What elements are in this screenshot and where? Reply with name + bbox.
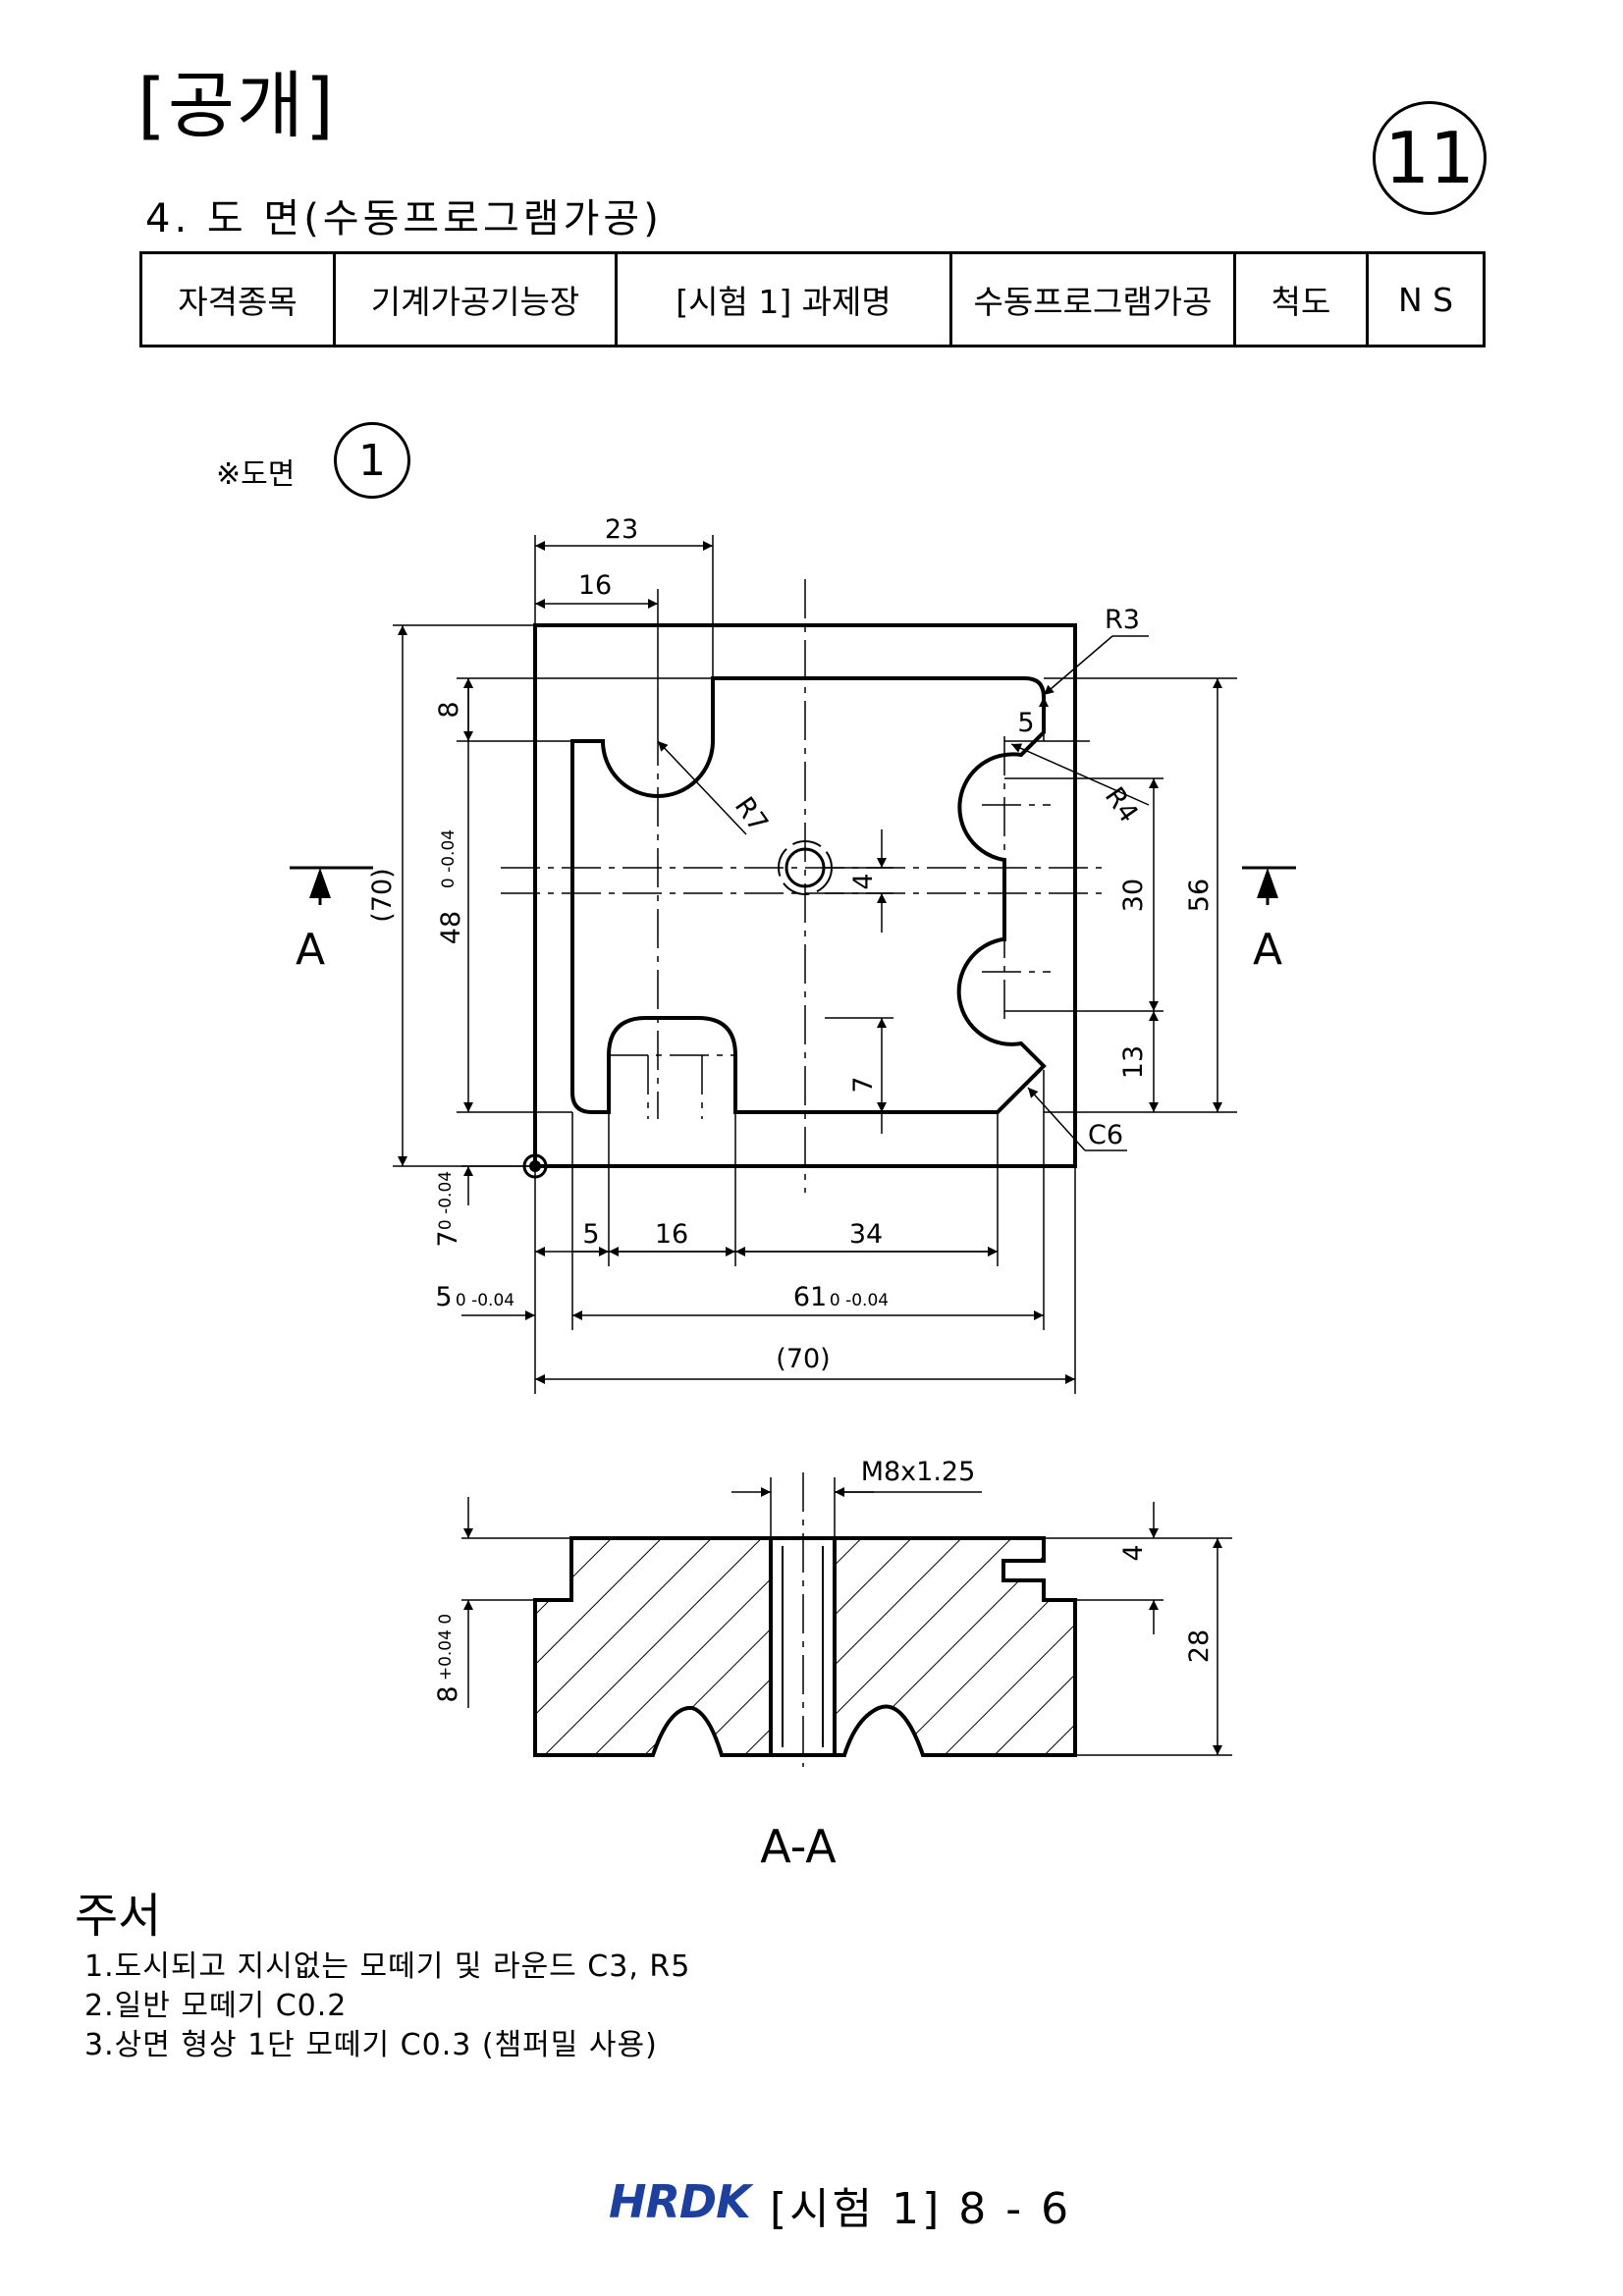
- dim-5-bottom: 5: [582, 1219, 599, 1250]
- dim-16-top: 16: [578, 570, 612, 601]
- dim-c6: C6: [1088, 1120, 1123, 1150]
- extension-lines: [393, 535, 1237, 1394]
- drawing-number: 1: [358, 435, 386, 486]
- section-title: 4. 도 면(수동프로그램가공): [145, 196, 663, 241]
- info-cell-scale-label: 척도: [1233, 251, 1369, 347]
- note-item: 2.일반 모떼기 C0.2: [84, 1989, 348, 2023]
- short-dimension-lines: [461, 697, 1049, 1320]
- dim-30: 30: [1118, 879, 1149, 912]
- dim-r3: R3: [1105, 605, 1140, 635]
- note-item: 1.도시되고 지시없는 모떼기 및 라운드 C3, R5: [84, 1949, 691, 1984]
- pocket-outline: [570, 676, 1047, 1114]
- plan-view: 23 16 R3 5 R4 R7 8 (70) 48 0 -0.04 4 30 …: [290, 514, 1296, 1394]
- leader-lines: [657, 635, 1150, 1151]
- dim-4-hole: 4: [848, 873, 879, 889]
- section-dimension-texts: M8x1.25 4 28 8 +0.04 0 A-A: [433, 1457, 1215, 1873]
- dimension-lines: [398, 541, 1222, 1384]
- page-number: 11: [1384, 117, 1475, 199]
- dim-61-tol: 0 -0.04: [830, 1291, 889, 1310]
- dim-7-left-tol: 0 -0.04: [436, 1171, 456, 1230]
- dim-5-side: 5: [1017, 708, 1034, 738]
- dim-5-left: 5: [435, 1282, 452, 1312]
- public-label: [공개]: [137, 64, 336, 148]
- dim-70-h: (70): [776, 1344, 830, 1374]
- section-dimension-lines: [463, 1487, 1222, 1755]
- dim-34: 34: [849, 1219, 883, 1250]
- footer-page-ref: [시험 1] 8 - 6: [770, 2184, 1072, 2234]
- dim-8-section: 8: [433, 1685, 463, 1702]
- drawing-label: ※도면: [216, 457, 296, 492]
- dim-56: 56: [1184, 879, 1215, 912]
- info-table: 자격종목 기계가공기능장 [시험 1] 과제명 수동프로그램가공 척도 N S: [139, 251, 1486, 347]
- dim-70-v: (70): [367, 868, 398, 922]
- section-title: A-A: [760, 1820, 837, 1873]
- section-mark-right: A: [1253, 925, 1282, 975]
- page-number-badge: 11: [1373, 101, 1487, 215]
- dim-8-section-tol: +0.04 0: [436, 1614, 456, 1681]
- dim-48-tol: 0 -0.04: [439, 829, 459, 888]
- section-view: M8x1.25 4 28 8 +0.04 0 A-A: [433, 1457, 1232, 1873]
- dim-7-left: 7: [433, 1230, 463, 1247]
- drawing-number-badge: 1: [334, 422, 410, 499]
- dim-48: 48: [436, 911, 466, 944]
- dim-7: 7: [848, 1076, 879, 1093]
- dim-8: 8: [434, 701, 464, 718]
- dim-28: 28: [1184, 1629, 1215, 1663]
- info-cell-qualification-label: 자격종목: [139, 251, 336, 347]
- dim-61: 61: [793, 1282, 827, 1312]
- info-cell-qualification: 기계가공기능장: [333, 251, 618, 347]
- dim-13: 13: [1118, 1045, 1149, 1079]
- info-cell-scale: N S: [1366, 251, 1486, 347]
- hrdk-logo: HRDK: [609, 2175, 751, 2228]
- info-row: 자격종목 기계가공기능장 [시험 1] 과제명 수동프로그램가공 척도 N S: [139, 251, 1486, 347]
- note-item: 3.상면 형상 1단 모떼기 C0.3 (챔퍼밀 사용): [84, 2028, 658, 2062]
- info-cell-task-label: [시험 1] 과제명: [615, 251, 952, 347]
- plan-dimension-texts: 23 16 R3 5 R4 R7 8 (70) 48 0 -0.04 4 30 …: [296, 514, 1282, 1374]
- center-lines: [501, 579, 1109, 1193]
- notes-title: 주서: [75, 1889, 162, 1944]
- section-markers: [290, 866, 1296, 905]
- dim-16-bottom: 16: [655, 1219, 688, 1250]
- dim-r7: R7: [729, 792, 774, 838]
- dim-4-section: 4: [1118, 1544, 1149, 1561]
- info-cell-task: 수동프로그램가공: [949, 251, 1236, 347]
- dim-thread: M8x1.25: [861, 1457, 976, 1487]
- section-mark-left: A: [296, 925, 325, 975]
- dim-5-left-tol: 0 -0.04: [456, 1291, 514, 1310]
- dim-23: 23: [605, 514, 638, 545]
- dim-r4: R4: [1099, 782, 1144, 828]
- section-extension-lines: [461, 1477, 1232, 1756]
